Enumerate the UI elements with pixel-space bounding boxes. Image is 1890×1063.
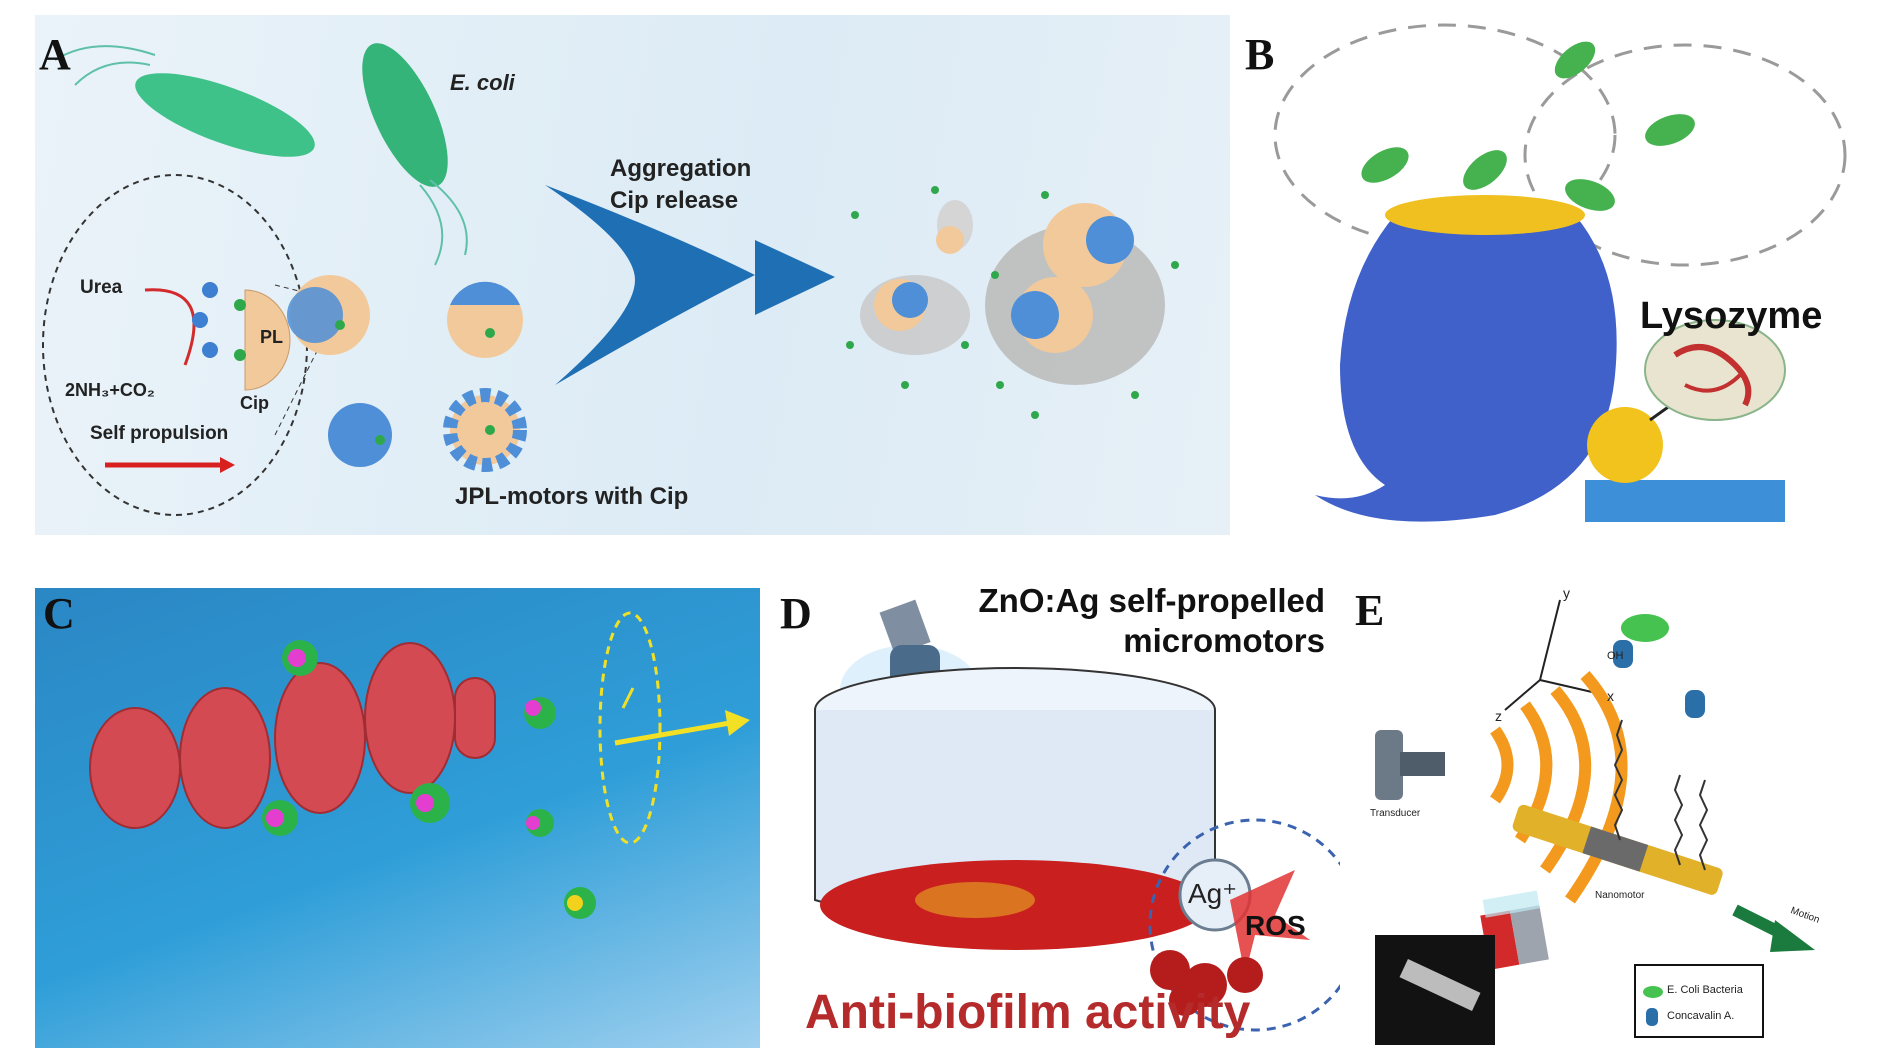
arrow-label-aggregation: Aggregation <box>610 155 752 182</box>
rotation-path <box>598 611 662 845</box>
axis-y-label: y <box>1563 585 1570 601</box>
panel-e-label: E <box>1355 586 1385 635</box>
transducer-label: Transducer <box>1370 808 1421 819</box>
panel-d-label: D <box>780 589 812 638</box>
panel-b: B Lysozyme <box>1245 15 1885 535</box>
janus-motor-icon <box>287 275 370 355</box>
petri-dish <box>814 667 1216 950</box>
janus-motor-icon <box>328 403 392 467</box>
gold-particle <box>1587 407 1663 483</box>
oh-label: OH <box>1607 650 1624 662</box>
legend-item-bacteria: E. Coli Bacteria <box>1667 984 1743 996</box>
panel-a: A E. coli Aggregation Cip release Urea P… <box>35 15 1230 535</box>
bacterium-icon <box>1613 614 1705 718</box>
anti-biofilm-caption: Anti-biofilm activity <box>805 986 1251 1039</box>
motors-caption: JPL-motors with Cip <box>455 483 689 510</box>
panel-c: C <box>35 588 760 1048</box>
aggregate-icon <box>860 200 1165 385</box>
bacterium-icon <box>1361 41 1695 211</box>
panel-c-illustration <box>89 611 750 919</box>
panel-d-title-line-2: micromotors <box>1123 622 1325 659</box>
products-label: 2NH₃+CO₂ <box>65 380 155 400</box>
legend-box <box>1634 964 1764 1038</box>
transducer-icon <box>1375 730 1445 800</box>
bacterium-icon <box>362 43 468 266</box>
panel-d-title-line-1: ZnO:Ag self-propelled <box>978 582 1326 619</box>
janus-motor-icon <box>443 388 527 472</box>
panel-d: D ZnO:Ag self-propelled micromotors Ag⁺ … <box>775 580 1340 1055</box>
arrow-label-cip-release: Cip release <box>610 187 739 214</box>
panel-b-label: B <box>1245 30 1275 79</box>
urea-label: Urea <box>80 277 123 298</box>
helical-micromotor <box>89 642 496 829</box>
cip-dots <box>846 186 1179 419</box>
nanomotor-label: Nanomotor <box>1595 890 1645 901</box>
cip-label: Cip <box>240 393 269 413</box>
panel-a-illustration <box>42 43 1179 516</box>
panel-d-illustration <box>814 599 1340 1032</box>
substrate <box>1585 480 1785 522</box>
lysozyme-label: Lysozyme <box>1640 295 1823 337</box>
self-propulsion-label: Self propulsion <box>90 423 229 444</box>
lysozyme-structure <box>1644 319 1786 421</box>
aggregation-arrow <box>545 185 755 385</box>
janus-motor-icon <box>447 281 523 358</box>
zoom-circle <box>1148 818 1340 1032</box>
panel-c-label: C <box>43 589 75 638</box>
axis-z-label: z <box>1495 708 1502 724</box>
panel-e-illustration <box>1375 599 1815 1045</box>
micromotor-body <box>1315 215 1617 522</box>
panel-e: E y x z Transducer Nanomotor Motion OH E… <box>1345 580 1885 1055</box>
bacteria-cluster <box>1150 950 1263 1016</box>
nanomotor-icon <box>1512 804 1723 895</box>
ag-ion-label: Ag⁺ <box>1188 878 1238 909</box>
panel-b-illustration <box>1273 23 1847 522</box>
linkers <box>1613 719 1709 871</box>
organism-label: E. coli <box>450 70 515 95</box>
ros-label: ROS <box>1245 910 1306 941</box>
axis-x-label: x <box>1607 688 1614 704</box>
pl-label: PL <box>260 327 284 347</box>
ultrasound-waves <box>1489 671 1628 904</box>
bacteria-cluster <box>262 640 596 919</box>
legend-item-concavalin: Concavalin A. <box>1667 1010 1735 1022</box>
panel-a-label: A <box>39 30 71 79</box>
bacterium-icon <box>54 45 315 157</box>
